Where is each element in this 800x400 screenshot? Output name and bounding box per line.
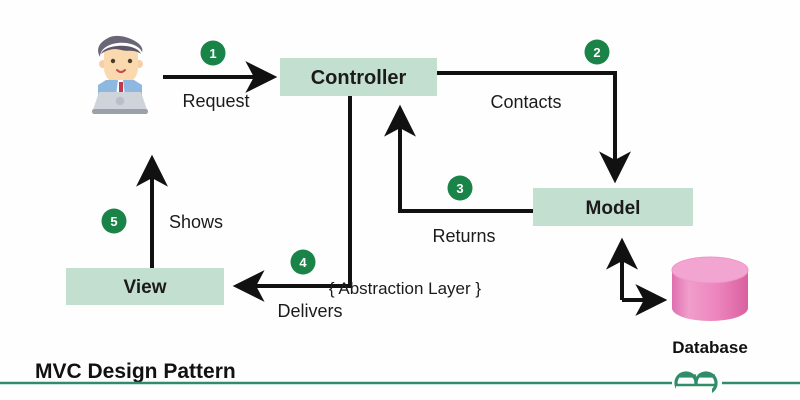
person-with-laptop-icon — [86, 33, 154, 115]
page-title: MVC Design Pattern — [35, 360, 236, 383]
edge-delivers-label: Delivers — [277, 301, 342, 321]
edge-returns: Returns — [384, 104, 533, 246]
node-model-label: Model — [586, 198, 641, 219]
step-badge-4: 4 — [290, 249, 316, 275]
node-view[interactable]: View — [66, 268, 224, 305]
database-label: Database — [672, 338, 748, 357]
step-badge-1-label: 1 — [209, 46, 216, 61]
step-badge-3: 3 — [447, 175, 473, 201]
node-view-label: View — [124, 277, 167, 298]
node-model[interactable]: Model — [533, 188, 693, 226]
step-badge-3-label: 3 — [456, 181, 463, 196]
database-cylinder-icon — [671, 256, 749, 321]
step-badge-1: 1 — [200, 40, 226, 66]
edge-shows-label: Shows — [169, 212, 223, 232]
geeksforgeeks-logo — [674, 371, 718, 395]
edge-delivers: Delivers — [232, 96, 352, 321]
step-badge-5: 5 — [101, 208, 127, 234]
step-badge-5-label: 5 — [110, 214, 117, 229]
edge-shows: Shows — [136, 154, 223, 268]
node-controller-label: Controller — [311, 67, 407, 89]
abstraction-layer-annotation: { Abstraction Layer } — [329, 279, 481, 298]
edge-returns-label: Returns — [432, 226, 495, 246]
node-controller[interactable]: Controller — [280, 58, 437, 96]
edge-request: Request — [163, 61, 278, 111]
step-badge-2: 2 — [584, 39, 610, 65]
step-badge-4-label: 4 — [299, 255, 307, 270]
step-badge-2-label: 2 — [593, 45, 600, 60]
edge-request-label: Request — [182, 91, 249, 111]
edge-contacts: Contacts — [437, 71, 631, 184]
edge-contacts-label: Contacts — [490, 92, 561, 112]
edge-model-database — [606, 237, 668, 316]
